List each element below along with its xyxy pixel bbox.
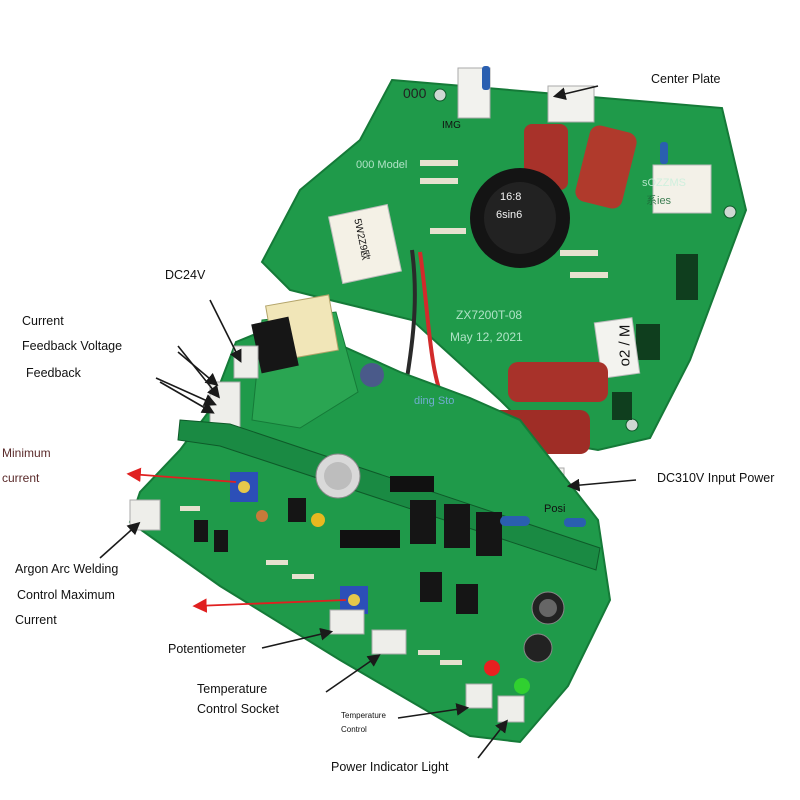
argon-connector (129, 499, 161, 531)
series-connector (652, 164, 712, 214)
label-current: Current (22, 314, 64, 328)
label-temp-socket-line1: Temperature (197, 682, 268, 696)
board-text-series-top: sOZZMS (642, 177, 686, 189)
front-pcb (128, 294, 612, 744)
board-text-top-left: 000 (403, 85, 427, 101)
feedback-connector (209, 381, 241, 429)
board-date: May 12, 2021 (450, 330, 523, 344)
label-argon-line1: Argon Arc Welding (15, 562, 119, 576)
top-capacitor-2 (575, 125, 637, 209)
board-text-img: IMG (442, 120, 461, 131)
green-led (514, 678, 530, 694)
board-text-model: 000 Model (356, 159, 408, 171)
label-dc24v: DC24V (165, 268, 206, 282)
temperature-socket (371, 629, 407, 655)
posi-text: Posi (544, 503, 566, 515)
label-temp-control-line1: Temperature (341, 711, 386, 720)
label-center-plate: Center Plate (651, 72, 721, 86)
label-argon-line2: Control Maximum (17, 588, 115, 602)
temperature-control-connector (465, 683, 493, 709)
label-minimum: Minimum (2, 446, 51, 460)
back-pcb (260, 66, 748, 452)
board-model-number: ZX7200T-08 (456, 308, 523, 322)
mid-capacitor-1 (508, 362, 608, 402)
side-block-text: o2 / M (616, 324, 634, 367)
label-feedback-voltage: Feedback Voltage (22, 339, 123, 353)
label-feedback: Feedback (26, 366, 81, 380)
label-dc310v-input: DC310V Input Power (657, 471, 775, 485)
annotation-arrows (99, 85, 637, 759)
potentiometer-connector (329, 609, 365, 635)
toroid-text-1: 16:8 (500, 191, 522, 203)
relay-block (327, 203, 403, 285)
center-plate-connector (547, 85, 595, 123)
toroid-text-2: 6sin6 (496, 209, 523, 221)
label-temp-control-line2: Control (341, 725, 367, 734)
label-argon-line3: Current (15, 613, 57, 627)
label-power-indicator-light: Power Indicator Light (331, 760, 449, 774)
power-indicator-connector (497, 695, 525, 723)
sticky-text: ding Sto (414, 395, 455, 407)
red-led (484, 660, 500, 676)
label-minimum-current: current (2, 471, 40, 485)
board-text-series-bottom: 系ies (646, 195, 672, 207)
dc24v-connector (233, 345, 259, 379)
label-temp-socket-line2: Control Socket (197, 702, 279, 716)
label-potentiometer: Potentiometer (168, 642, 246, 656)
side-block (593, 317, 641, 379)
